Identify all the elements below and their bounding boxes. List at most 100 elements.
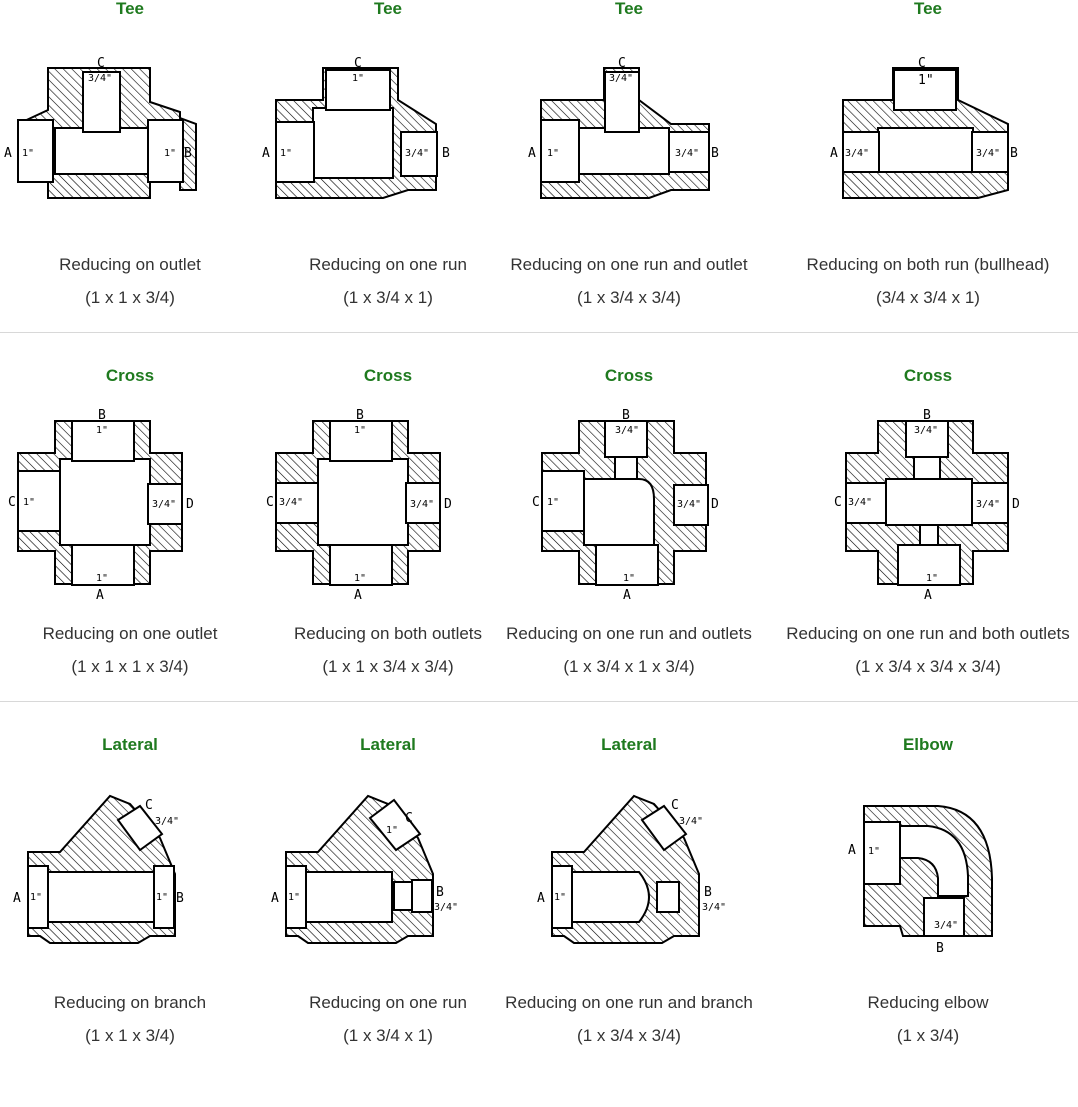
fitting-title: Tee [913,0,943,18]
dim-a-value: 1" [547,148,559,159]
tee-row: Tee C 3/4" A 1" B 1" Reducing on outlet … [0,0,1078,369]
cross-row: Cross B 1" A 1" C 1" D 3/4" Reducing on … [0,366,1078,738]
dim-a-value: 1" [623,573,635,584]
dim-d-letter: D [444,497,452,512]
cross-diagram: B 1" A 1" C 3/4" D 3/4" [266,409,452,603]
fitting-description: Reducing on one outlet [42,624,218,643]
dim-a-value: 1" [554,892,566,903]
dim-a-letter: A [4,146,12,161]
fitting-size: (1 x 1 x 3/4) [85,288,175,307]
dim-b-value: 1" [164,148,176,159]
tee-bullhead-card: Tee C 1" A 3/4" B 3/4" Reducing on both … [778,0,1078,369]
fitting-title: Elbow [902,735,954,754]
dim-c-letter: C [532,495,540,510]
fitting-title: Cross [363,366,413,385]
dim-d-value: 3/4" [976,499,1000,510]
dim-a-value: 1" [926,573,938,584]
fitting-title: Cross [105,366,155,385]
dim-c-value: 3/4" [848,497,872,508]
fitting-description: Reducing on one run and outlet [510,255,748,274]
fitting-title: Tee [614,0,644,18]
fitting-description: Reducing on one run and both outlets [786,624,1070,643]
dim-c-value: 3/4" [609,73,633,84]
fitting-size: (1 x 3/4 x 1) [343,1026,433,1045]
dim-a-value: 1" [354,573,366,584]
tee-diagram: C 1" A 1" B 3/4" [262,56,450,199]
dim-c-letter: C [918,56,926,71]
fitting-description: Reducing on one run and outlets [506,624,752,643]
dim-d-value: 3/4" [410,499,434,510]
dim-d-letter: D [186,497,194,512]
fitting-description: Reducing on one run [309,255,467,274]
dim-b-letter: B [184,146,192,161]
tee-diagram: C 3/4" A 1" B 1" [4,56,197,199]
dim-b-letter: B [622,409,630,423]
dim-b-letter: B [711,146,719,161]
dim-c-value: 1" [352,73,364,84]
dim-c-letter: C [618,56,626,71]
fitting-size: (3/4 x 3/4 x 1) [876,288,980,307]
dim-a-letter: A [830,146,838,161]
dim-c-value: 3/4" [155,816,179,827]
dim-b-letter: B [704,885,712,900]
fitting-size: (1 x 3/4 x 3/4) [577,1026,681,1045]
cross-reducing-both-outlets-card: Cross B 1" A 1" C 3/4" D 3/4" Reducing o… [258,366,518,738]
dim-d-letter: D [1012,497,1020,512]
fitting-size: (1 x 3/4 x 3/4 x 3/4) [855,657,1001,676]
dim-c-value: 3/4" [279,497,303,508]
elbow-diagram: A 1" B 3/4" [848,805,993,956]
dim-b-value: 3/4" [702,902,726,913]
dim-b-value: 1" [96,425,108,436]
cross-reducing-run-both-outlets-card: Cross B 3/4" A 1" C 3/4" D 3/4" Reducing… [778,366,1078,738]
dim-a-letter: A [13,891,21,906]
dim-b-letter: B [356,409,364,423]
dim-d-value: 3/4" [677,499,701,510]
lateral-reducing-one-run-card: Lateral C 1" A 1" B 3/4" Reducing on one… [258,735,518,1107]
tee-diagram: C 1" A 3/4" B 3/4" [830,56,1018,199]
elbow-reducing-card: Elbow A 1" B 3/4" Reducing elbow (1 x 3/… [778,735,1078,1107]
dim-a-value: 1" [30,892,42,903]
lateral-diagram: C 3/4" A 1" B 3/4" [537,794,726,944]
dim-b-value: 3/4" [675,148,699,159]
dim-a-letter: A [848,843,856,858]
fitting-description: Reducing on both run (bullhead) [806,255,1050,274]
dim-c-letter: C [834,495,842,510]
fitting-description: Reducing on both outlets [293,624,483,643]
fitting-size: (1 x 3/4 x 1) [343,288,433,307]
fitting-size: (1 x 3/4 x 1 x 3/4) [563,657,695,676]
dim-b-value: 3/4" [976,148,1000,159]
fitting-title: Cross [903,366,953,385]
dim-b-value: 3/4" [934,920,958,931]
dim-b-value: 3/4" [405,148,429,159]
row-divider-1 [0,332,1078,333]
fitting-title: Cross [604,366,654,385]
dim-b-value: 3/4" [914,425,938,436]
dim-a-value: 1" [22,148,34,159]
dim-c-value: 1" [386,825,398,836]
dim-b-letter: B [436,885,444,900]
dim-a-letter: A [924,588,932,603]
dim-a-value: 1" [96,573,108,584]
tee-reducing-run-outlet-card: Tee C 3/4" A 1" B 3/4" Reducing on one r… [499,0,759,369]
dim-b-letter: B [98,409,106,423]
dim-d-letter: D [711,497,719,512]
fitting-description: Reducing elbow [867,993,989,1012]
cross-diagram: B 3/4" A 1" C 1" D 3/4" [532,409,719,603]
dim-a-letter: A [623,588,631,603]
dim-a-letter: A [537,891,545,906]
fitting-size: (1 x 1 x 3/4 x 3/4) [322,657,454,676]
cross-diagram: B 3/4" A 1" C 3/4" D 3/4" [834,409,1020,603]
cross-reducing-run-outlets-card: Cross B 3/4" A 1" C 1" D 3/4" Reducing o… [499,366,759,738]
fitting-size: (1 x 1 x 3/4) [85,1026,175,1045]
row-divider-2 [0,701,1078,702]
dim-b-value: 1" [354,425,366,436]
dim-a-value: 1" [280,148,292,159]
dim-c-value: 1" [547,497,559,508]
fitting-size: (1 x 3/4 x 3/4) [577,288,681,307]
fitting-description: Reducing on one run and branch [505,993,753,1012]
dim-b-letter: B [923,409,931,423]
tee-reducing-one-run-card: Tee C 1" A 1" B 3/4" Reducing on one run… [258,0,518,369]
fitting-title: Tee [115,0,145,18]
dim-c-letter: C [405,811,413,826]
cross-diagram: B 1" A 1" C 1" D 3/4" [8,409,194,603]
